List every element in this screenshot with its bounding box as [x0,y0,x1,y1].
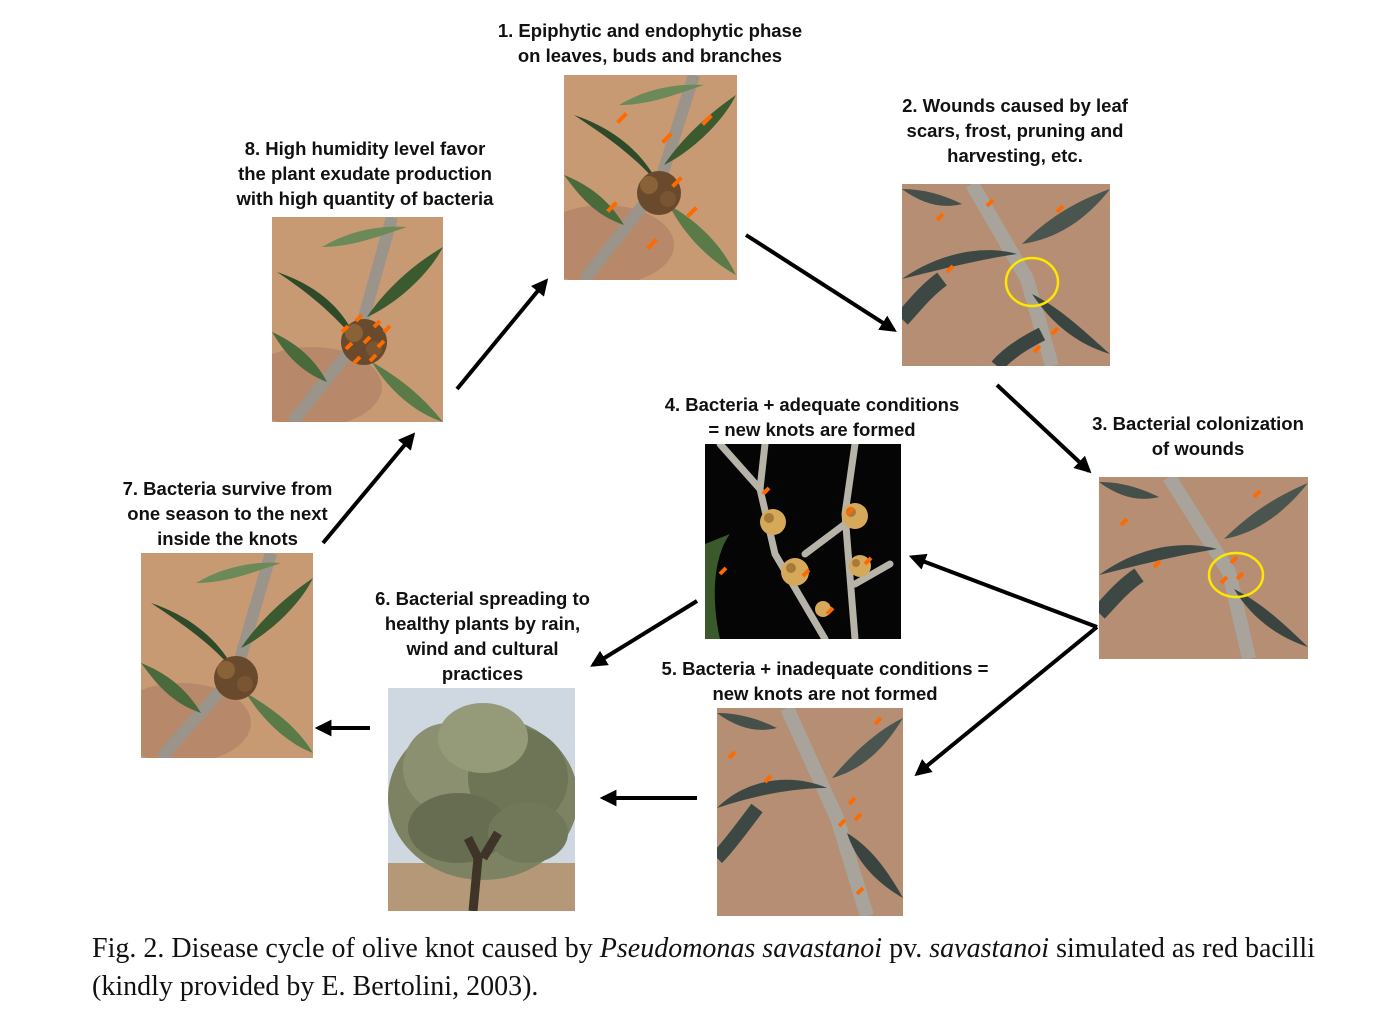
step-4-photo [705,444,901,639]
step-7-photo [141,553,313,758]
step-3-label: 3. Bacterial colonization of wounds [1092,413,1304,459]
step-8-photo [272,217,443,422]
step-4-label: 4. Bacteria + adequate conditions = new … [664,394,960,440]
arrow-3-to-4 [908,553,1098,629]
step-3-photo [1099,477,1308,659]
pathovar-name: savastanoi [929,933,1050,964]
step-7-label: 7. Bacteria survive from one season to t… [122,478,333,549]
step-1-photo [564,75,737,280]
step-8-label: 8. High humidity level favor the plant e… [236,138,494,209]
step-6-label: 6. Bacterial spreading to healthy plants… [375,588,590,684]
arrow-3-to-5 [914,625,1099,777]
arrow-7-to-8 [321,432,416,545]
figure-caption: Fig. 2. Disease cycle of olive knot caus… [92,933,1315,1002]
step-1-label: 1. Epiphytic and endophytic phase on lea… [497,20,803,66]
arrow-1-to-2 [744,233,897,332]
step-2-label: 2. Wounds caused by leaf scars, frost, p… [902,95,1128,166]
arrow-8-to-1 [455,278,549,391]
species-name: Pseudomonas savastanoi [599,933,883,964]
step-6-photo [388,688,575,911]
arrow-2-to-3 [995,383,1092,474]
step-5-label: 5. Bacteria + inadequate conditions = ne… [661,658,989,704]
step-2-photo [902,184,1110,366]
arrow-4-to-6 [590,599,699,667]
step-5-photo [717,708,903,916]
